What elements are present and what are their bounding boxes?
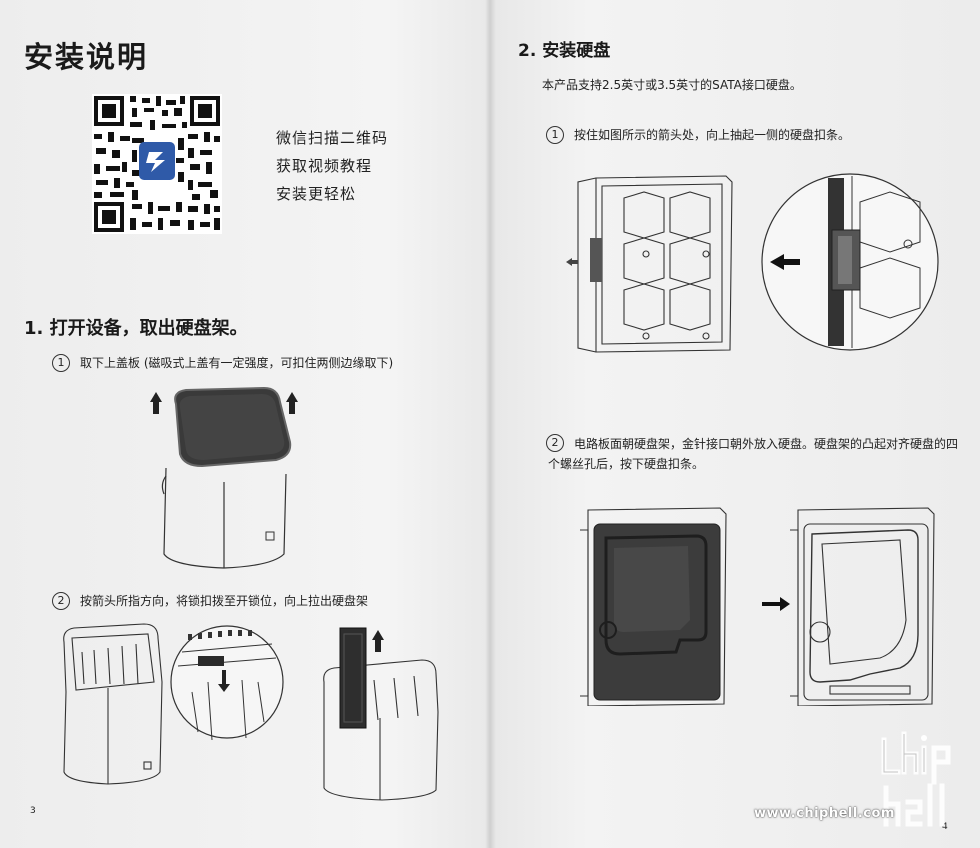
step-1-2: 2 按箭头所指方向，将锁扣拨至开锁位，向上拉出硬盘架: [52, 592, 368, 610]
up-arrow-icon: [150, 392, 298, 414]
drive-tray-illustration: [566, 175, 733, 353]
step-2-1: 1 按住如图所示的箭头处，向上抽起一侧的硬盘扣条。: [546, 126, 850, 144]
step-text: 电路板面朝硬盘架，金针接口朝外放入硬盘。硬盘架的凸起对齐硬盘的四 个螺丝孔后，按…: [548, 434, 959, 474]
step-2-2: 2 电路板面朝硬盘架，金针接口朝外放入硬盘。硬盘架的凸起对齐硬盘的四 个螺丝孔后…: [546, 434, 958, 474]
pull-tray-illustration: [323, 627, 439, 801]
drive-top-illustration: [790, 507, 935, 706]
section-2-title: 2. 安装硬盘: [518, 41, 611, 61]
left-arrow-icon: [566, 258, 578, 266]
right-arrow-icon: [762, 597, 790, 611]
qr-caption-line: 安装更轻松: [276, 185, 357, 203]
clip-zoom-illustration: [761, 173, 939, 351]
device-lid-illustration: [150, 386, 298, 569]
step-number: 1: [546, 126, 564, 144]
step-text: 按箭头所指方向，将锁扣拨至开锁位，向上拉出硬盘架: [80, 594, 369, 608]
up-arrow-icon: [372, 630, 384, 652]
step-number: 2: [52, 592, 70, 610]
chiphell-logo: [881, 731, 951, 827]
step-text: 按住如图所示的箭头处，向上抽起一侧的硬盘扣条。: [574, 128, 851, 142]
left-page: 安装说明 微信扫描二维码: [0, 0, 488, 848]
step-1-1: 1 取下上盖板 (磁吸式上盖有一定强度，可扣住两侧边缘取下): [52, 354, 393, 372]
left-arrow-icon: [770, 254, 800, 270]
right-page: 2. 安装硬盘 本产品支持2.5英寸或3.5英寸的SATA接口硬盘。 1 按住如…: [490, 0, 980, 848]
qr-caption-line: 微信扫描二维码: [276, 129, 389, 147]
qr-caption: 微信扫描二维码 获取视频教程 安装更轻松: [276, 124, 388, 208]
qr-code: [92, 94, 222, 234]
open-device-illustration: [63, 623, 163, 785]
step-text-line: 个螺丝孔后，按下硬盘扣条。: [548, 457, 705, 471]
page-number: 3: [30, 806, 36, 816]
page-title: 安装说明: [24, 40, 149, 74]
down-arrow-icon: [218, 670, 230, 692]
drive-bottom-illustration: [580, 507, 727, 706]
page-number: 4: [942, 822, 948, 832]
watermark-url: www.chiphell.com: [754, 806, 895, 821]
intro-text: 本产品支持2.5英寸或3.5英寸的SATA接口硬盘。: [542, 78, 802, 92]
lock-zoom-illustration: [170, 625, 284, 741]
qr-caption-line: 获取视频教程: [276, 157, 373, 175]
step-text-line: 电路板面朝硬盘架，金针接口朝外放入硬盘。硬盘架的凸起对齐硬盘的四: [574, 437, 959, 451]
section-1-title: 1. 打开设备，取出硬盘架。: [24, 318, 248, 339]
step-text: 取下上盖板 (磁吸式上盖有一定强度，可扣住两侧边缘取下): [80, 356, 394, 370]
step-number: 1: [52, 354, 70, 372]
step-number: 2: [546, 434, 564, 452]
